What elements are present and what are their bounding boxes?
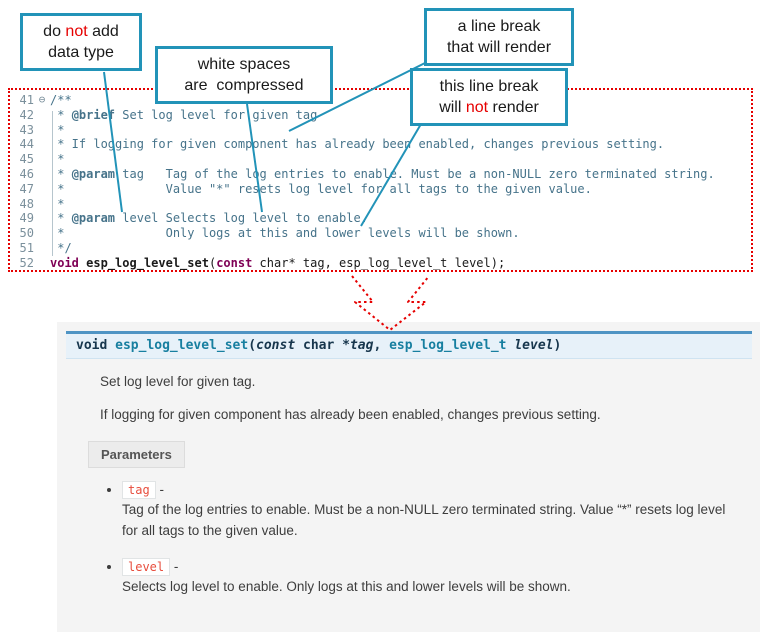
line-number: 43: [19, 122, 34, 137]
code-line: 46 * @param tag Tag of the log entries t…: [10, 167, 751, 182]
callout-no-datatype: do not add data type: [20, 13, 142, 72]
param-separator: -: [170, 558, 179, 574]
parameters-label: Parameters: [88, 441, 185, 469]
fold-gutter: [34, 108, 50, 123]
code-snippet-box: 41⊖/**42 * @brief Set log level for give…: [8, 88, 753, 272]
code-line: 42 * @brief Set log level for given tag: [10, 108, 751, 123]
fold-gutter: [34, 182, 50, 197]
code-text: /**: [50, 93, 72, 107]
fold-gutter: [34, 256, 50, 271]
line-number: 41: [19, 93, 34, 107]
callout-break-render: a line break that will render: [424, 8, 574, 67]
code-line: 47 * Value "*" resets log level for all …: [10, 182, 751, 197]
code-text: * @brief Set log level for given tag: [50, 107, 318, 122]
code-text: * @param tag Tag of the log entries to e…: [50, 166, 715, 181]
param-separator: -: [155, 482, 164, 498]
line-number: 44: [19, 137, 34, 152]
function-signature: void esp_log_level_set(const char *tag, …: [66, 331, 752, 359]
fold-collapse-icon: ⊖: [38, 93, 46, 106]
parameters-list: tag - Tag of the log entries to enable. …: [100, 481, 736, 598]
line-number: 52: [19, 255, 34, 270]
code-text: *: [50, 152, 65, 167]
rendered-doc-panel: void esp_log_level_set(const char *tag, …: [57, 322, 760, 632]
code-text: */: [50, 240, 72, 255]
fold-gutter: [34, 211, 50, 226]
param-desc-level: Selects log level to enable. Only logs a…: [122, 578, 571, 594]
code-text: * Value "*" resets log level for all tag…: [50, 181, 592, 196]
fold-gutter: [34, 197, 50, 212]
line-number: 42: [19, 107, 34, 122]
param-desc-tag: Tag of the log entries to enable. Must b…: [122, 502, 726, 539]
code-line: 48 *: [10, 197, 751, 212]
code-text: void esp_log_level_set(const char* tag, …: [50, 255, 506, 270]
code-line: 43 *: [10, 123, 751, 138]
code-line: 41 ⊖ /**: [10, 93, 751, 108]
fold-gutter: [34, 167, 50, 182]
doc-detail: If logging for given component has alrea…: [100, 406, 601, 422]
code-line: 45 *: [10, 152, 751, 167]
code-line: 49 * @param level Selects log level to e…: [10, 211, 751, 226]
fold-gutter: [34, 123, 50, 138]
code-line: 44 * If logging for given component has …: [10, 137, 751, 152]
fold-gutter: [34, 137, 50, 152]
line-number: 46: [19, 166, 34, 181]
code-text: * @param level Selects log level to enab…: [50, 211, 368, 226]
param-name-tag: tag: [122, 481, 156, 500]
fold-gutter: [34, 241, 50, 256]
param-item-tag: tag - Tag of the log entries to enable. …: [122, 481, 736, 542]
code-text: *: [50, 122, 65, 137]
code-text: *: [50, 196, 65, 211]
code-lines: 41⊖/**42 * @brief Set log level for give…: [10, 93, 751, 271]
code-line: 52 void esp_log_level_set(const char* tag…: [10, 256, 751, 271]
callout-break-norender: this line break will not render: [410, 68, 568, 127]
param-item-level: level - Selects log level to enable. Onl…: [122, 557, 736, 598]
code-text: * Only logs at this and lower levels wil…: [50, 226, 520, 241]
fold-gutter: [34, 152, 50, 167]
param-name-level: level: [122, 557, 171, 576]
line-number: 48: [19, 196, 34, 211]
fold-gutter: [34, 226, 50, 241]
callout-whitespace: white spaces are compressed: [155, 46, 333, 105]
line-number: 45: [19, 152, 34, 167]
line-number: 51: [19, 240, 34, 255]
line-number: 49: [19, 211, 34, 226]
line-number: 50: [19, 226, 34, 241]
line-number: 47: [19, 181, 34, 196]
code-line: 51 */: [10, 241, 751, 256]
code-text: * If logging for given component has alr…: [50, 137, 665, 152]
fold-scope-rail: [52, 111, 53, 256]
doc-brief: Set log level for given tag.: [100, 374, 256, 389]
code-line: 50 * Only logs at this and lower levels …: [10, 226, 751, 241]
